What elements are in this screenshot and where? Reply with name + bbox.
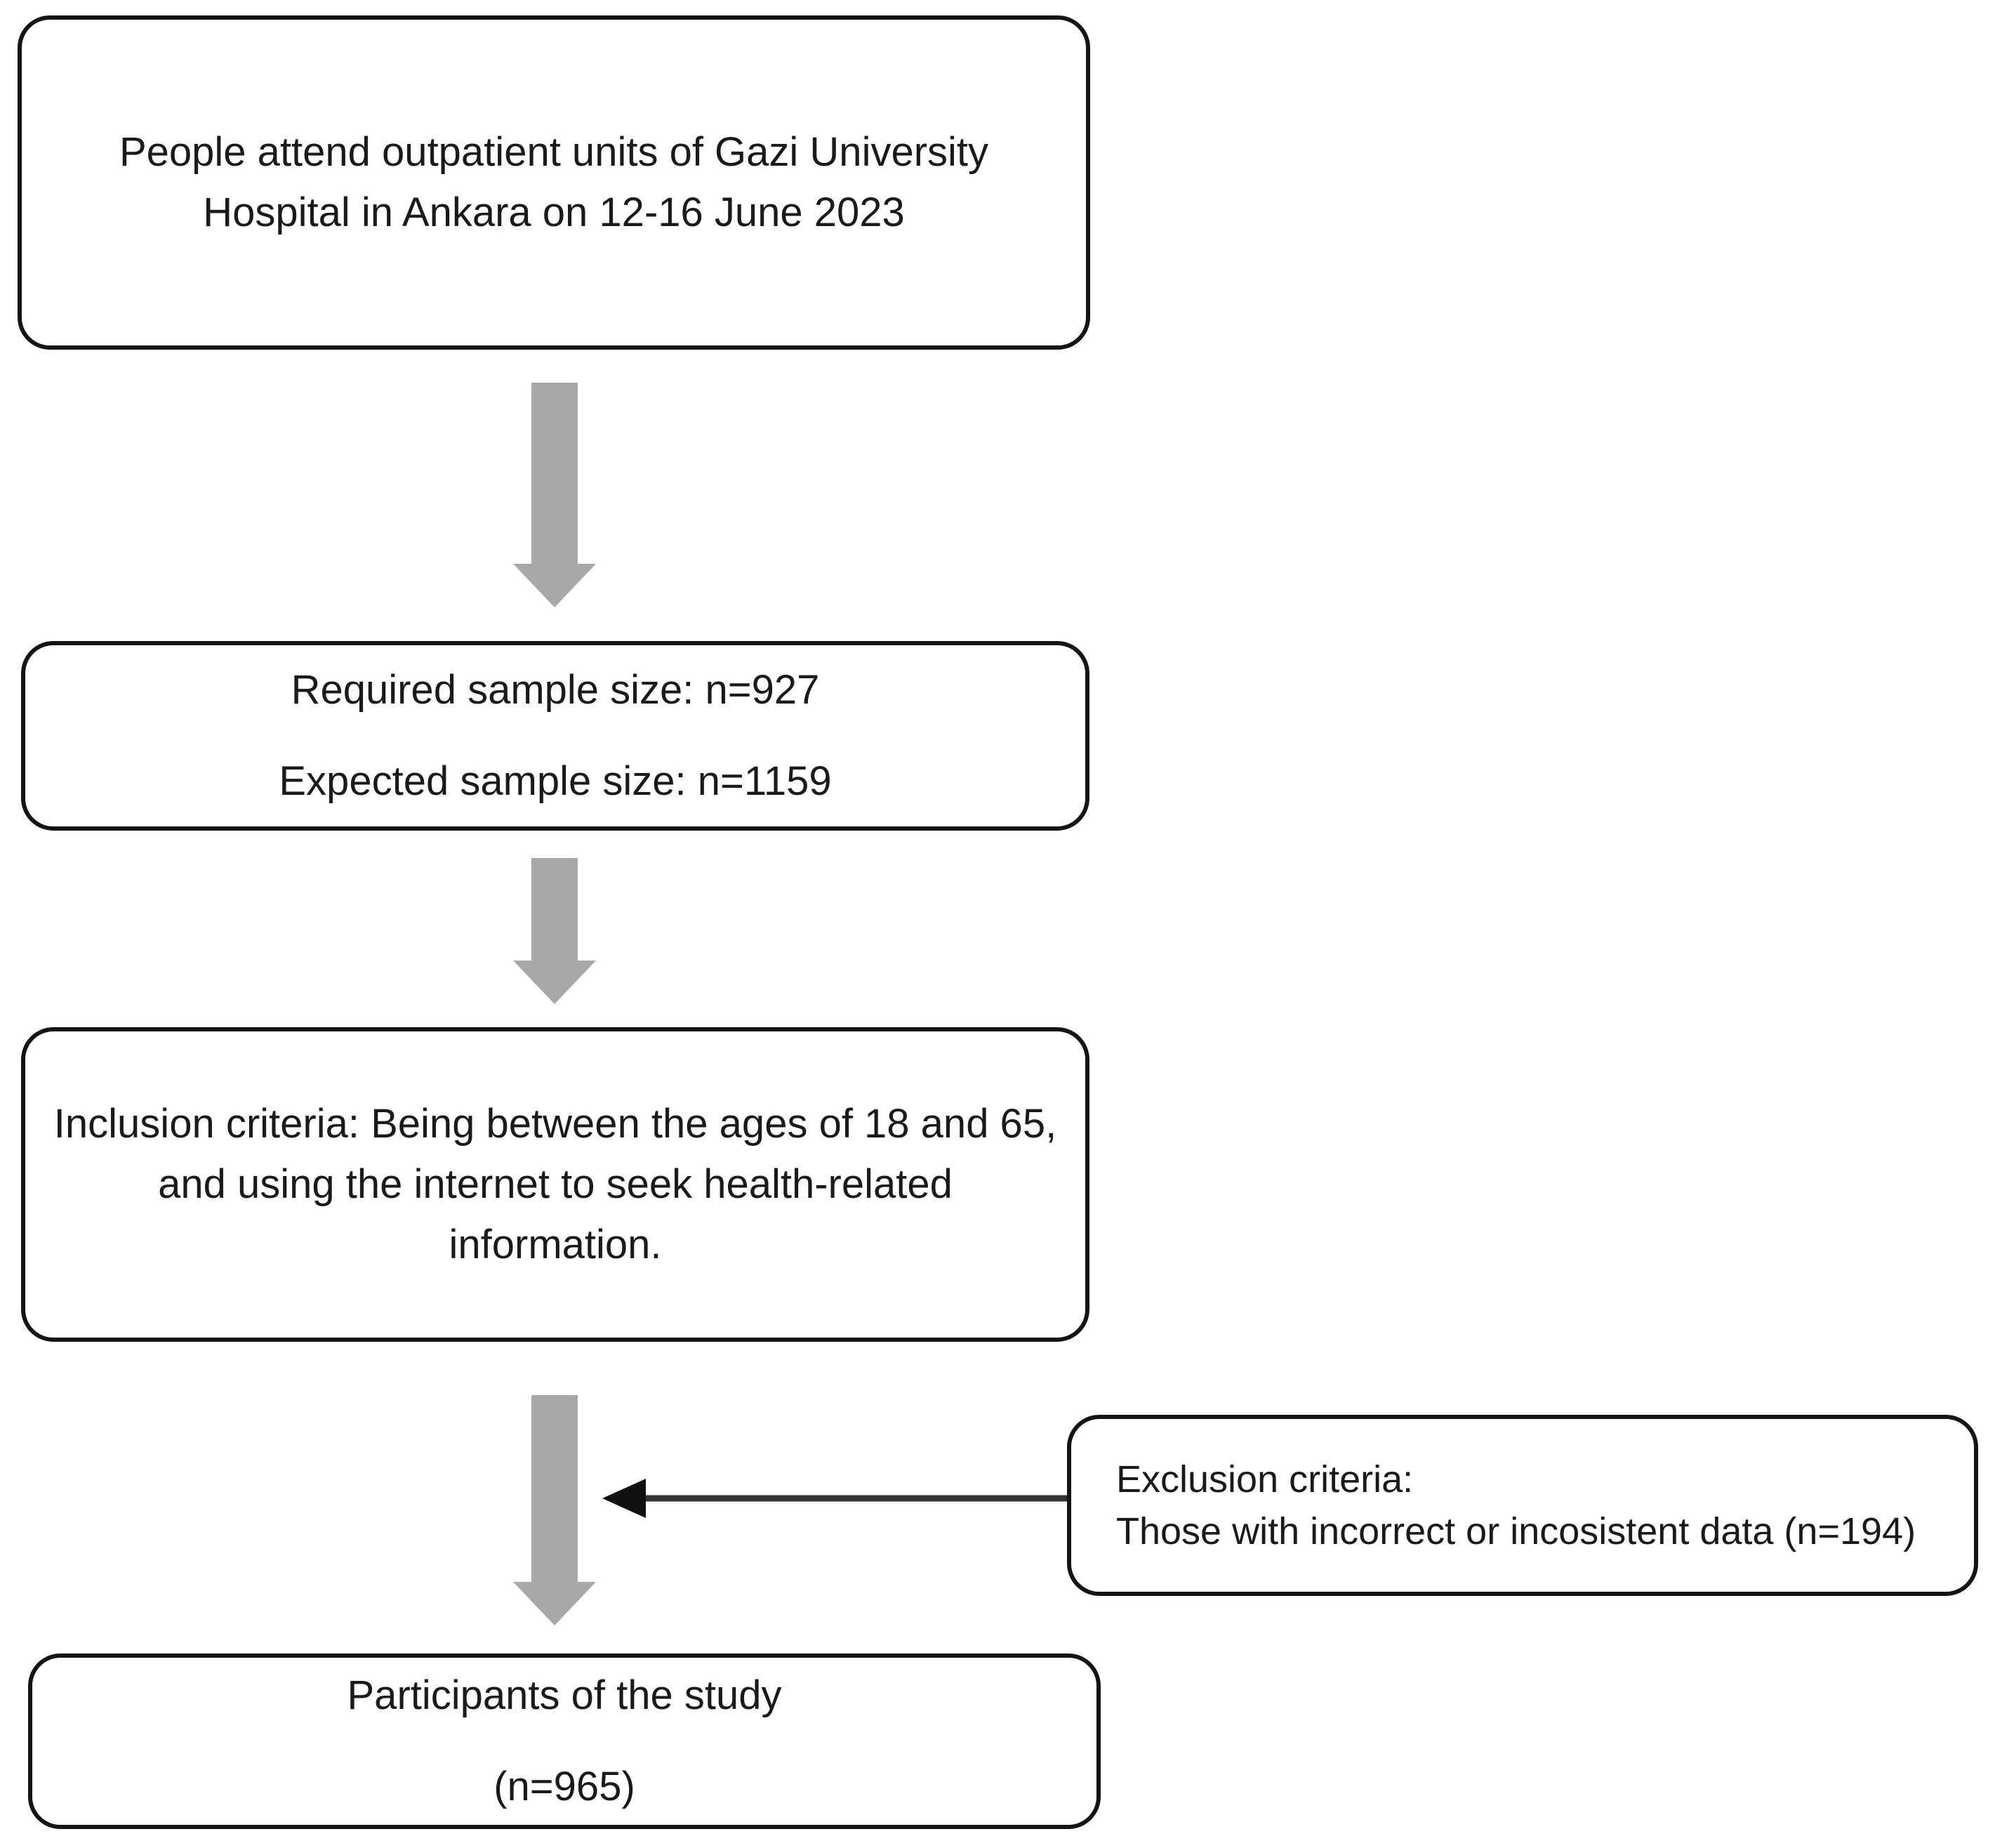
down-arrow-2-icon [513,858,596,1004]
exclusion-detail-text: Those with incorrect or incosistent data… [1116,1510,1916,1552]
participants-text: Participants of the study [347,1672,782,1718]
required-sample-size-text: Required sample size: n=927 [291,667,820,713]
left-arrowhead-icon [602,1479,646,1518]
population-box-text: People attend outpatient units of Gazi U… [119,129,989,235]
sample-size-box: Required sample size: n=927 Expected sam… [21,641,1089,831]
inclusion-box: Inclusion criteria: Being between the ag… [21,1027,1089,1342]
down-arrow-3-icon [513,1395,596,1625]
inclusion-box-text: Inclusion criteria: Being between the ag… [53,1101,1057,1267]
exclusion-box: Exclusion criteria: Those with incorrect… [1067,1415,1978,1596]
population-box: People attend outpatient units of Gazi U… [18,15,1090,350]
exclusion-title-text: Exclusion criteria: [1116,1458,1414,1500]
expected-sample-size-text: Expected sample size: n=1159 [279,758,832,804]
participants-count-text: (n=965) [493,1764,635,1809]
down-arrow-1-icon [513,383,596,607]
participants-box: Participants of the study (n=965) [28,1654,1101,1829]
